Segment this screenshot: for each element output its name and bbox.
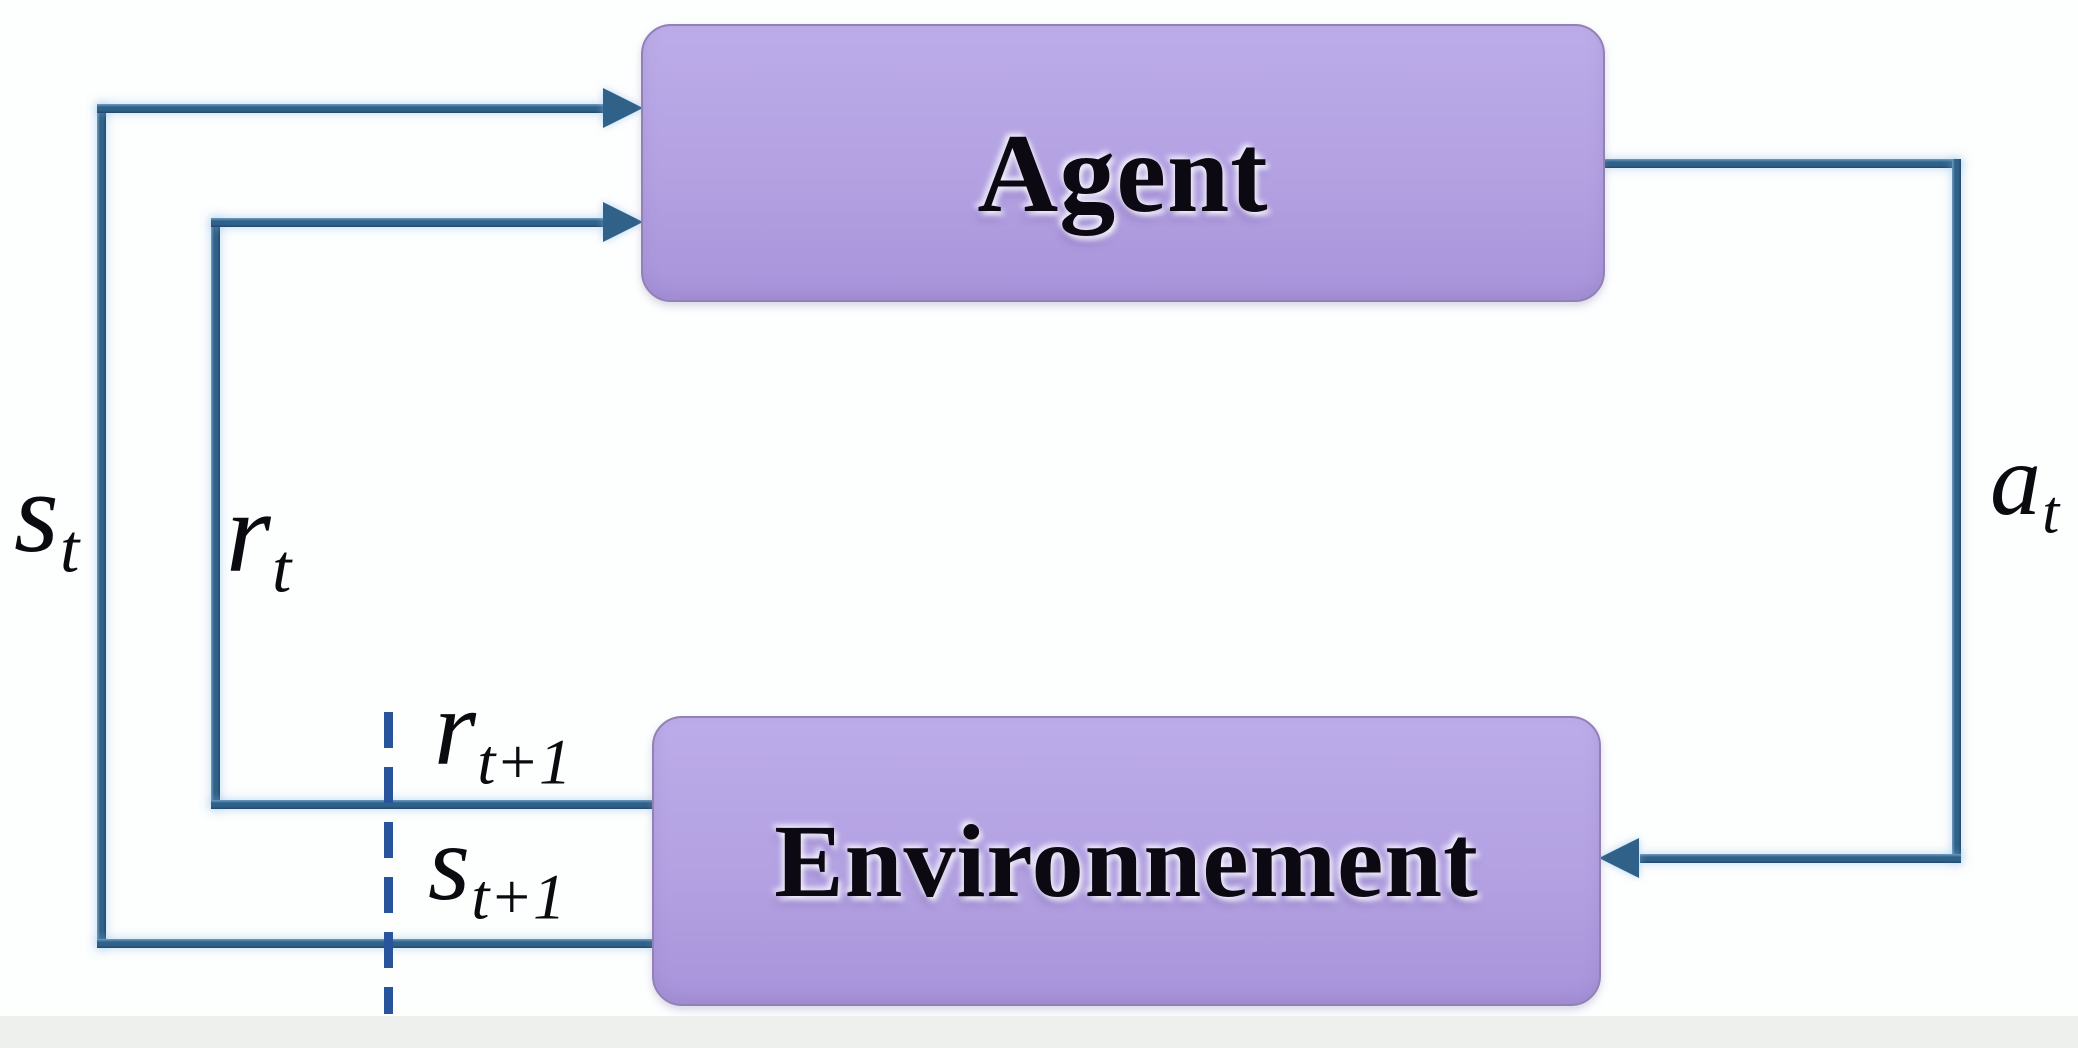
time-step-dashed-separator — [384, 712, 393, 1014]
agent-box: Agent — [641, 24, 1605, 302]
next-state-label-subscript: t+1 — [471, 861, 566, 934]
next-reward-label-base: r — [434, 669, 477, 788]
state-label: st — [14, 455, 79, 583]
environment-box-title: Environnement — [774, 803, 1479, 919]
next-state-line-from-environment — [97, 939, 655, 948]
action-arrowhead-icon — [1599, 838, 1639, 878]
reward-line-vertical — [211, 218, 220, 809]
state-line-to-agent — [97, 104, 605, 113]
state-line-vertical — [97, 104, 106, 948]
next-reward-label: rt+1 — [434, 675, 571, 795]
action-label-base: a — [1990, 424, 2041, 537]
next-reward-line-from-environment — [211, 800, 655, 809]
action-label: at — [1990, 430, 2059, 544]
reward-line-to-agent — [211, 218, 605, 227]
reward-label-subscript: t — [272, 530, 292, 607]
action-label-subscript: t — [2042, 478, 2060, 547]
state-arrowhead-icon — [603, 88, 643, 128]
action-line-from-agent — [1601, 159, 1961, 168]
reward-label-base: r — [226, 469, 271, 596]
next-state-label-base: s — [428, 804, 471, 923]
action-line-to-environment — [1640, 854, 1961, 863]
bottom-edge-strip — [0, 1016, 2078, 1048]
reward-arrowhead-icon — [603, 202, 643, 242]
state-label-subscript: t — [60, 510, 80, 587]
environment-box: Environnement — [652, 716, 1601, 1006]
state-label-base: s — [14, 449, 59, 576]
agent-box-title: Agent — [977, 111, 1269, 236]
reward-label: rt — [226, 475, 291, 603]
next-state-label: st+1 — [428, 810, 565, 930]
action-line-vertical — [1952, 159, 1961, 863]
next-reward-label-subscript: t+1 — [477, 726, 572, 799]
